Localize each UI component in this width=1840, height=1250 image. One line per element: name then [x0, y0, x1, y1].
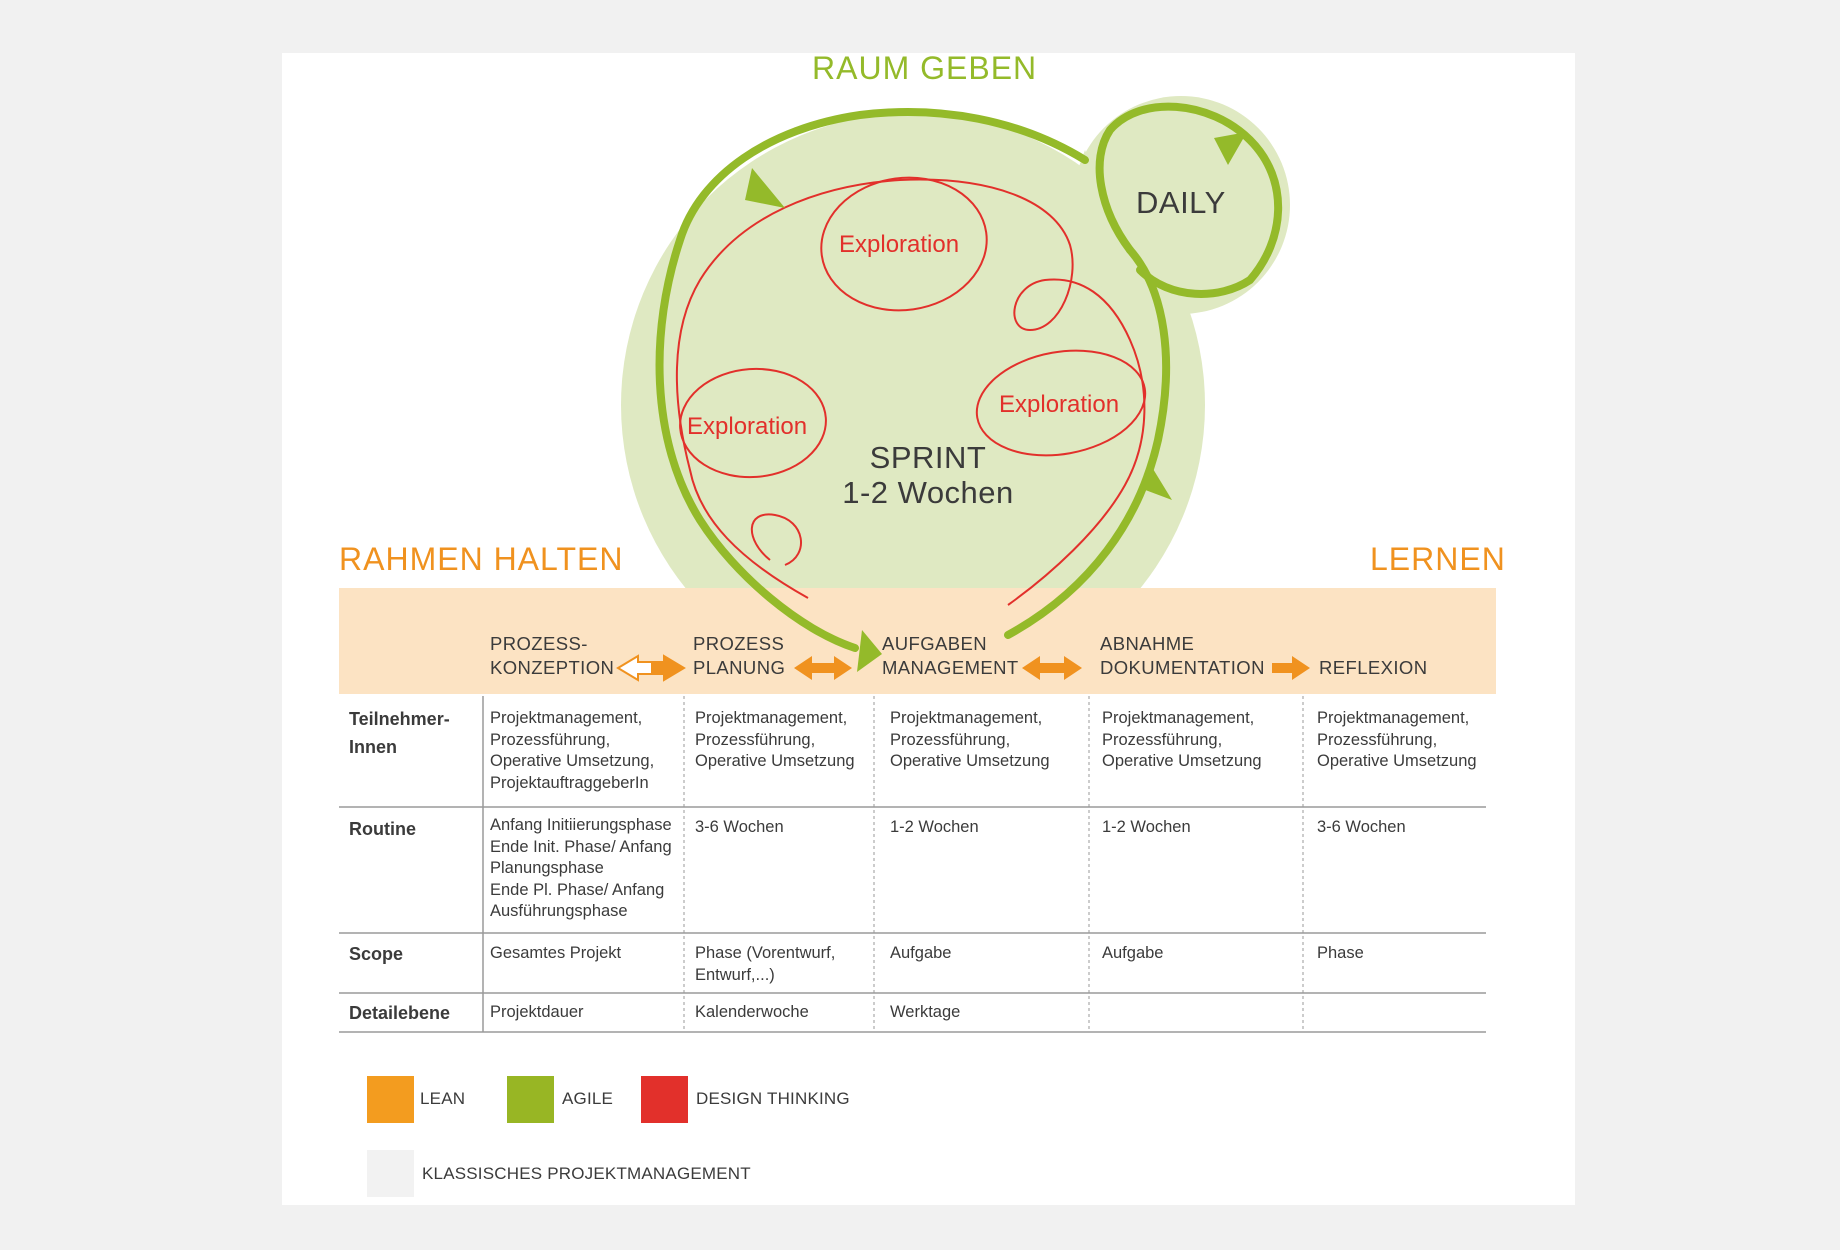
arrow-konzeption-planung [616, 654, 686, 682]
table-cell: Projektmanagement, Prozessführung, Opera… [695, 709, 855, 770]
phase-line2: MANAGEMENT [882, 657, 1019, 678]
agile-cycle [655, 102, 1283, 652]
row-header-detailebene: Detailebene [349, 1003, 451, 1023]
table-cell: 1-2 Wochen [890, 818, 979, 836]
phase-prozess-planung: PROZESS PLANUNG [693, 632, 785, 680]
phase-line1 [1319, 632, 1427, 656]
phase-reflexion: REFLEXION [1319, 632, 1427, 680]
phase-prozess-konzeption: PROZESS- KONZEPTION [490, 632, 614, 680]
phase-band [339, 588, 1496, 694]
rahmen-halten-heading: RAHMEN HALTEN [339, 541, 624, 577]
table-cell: Anfang Initiierungsphase Ende Init. Phas… [490, 816, 672, 920]
table-cell: Projektmanagement, Prozessführung, Opera… [1102, 709, 1262, 770]
sprint-duration: 1-2 Wochen [842, 475, 1014, 510]
table-cell: Projektmanagement, Prozessführung, Opera… [1317, 709, 1477, 770]
legend-swatch-agile [507, 1076, 554, 1123]
table-cell: Werktage [890, 1003, 961, 1021]
row-header-scope: Scope [349, 944, 404, 964]
exploration-label-right: Exploration [999, 391, 1120, 418]
legend-label-klassisch: KLASSISCHES PROJEKTMANAGEMENT [422, 1164, 751, 1183]
raum-geben-heading: RAUM GEBEN [812, 50, 1038, 86]
phase-line1: ABNAHME [1100, 633, 1195, 654]
table-cell: Gesamtes Projekt [490, 944, 622, 962]
lernen-heading: LERNEN [1370, 541, 1506, 577]
arrow-planung-aufgaben [794, 656, 852, 680]
table-cell: Projektdauer [490, 1003, 584, 1021]
sprint-title: SPRINT [869, 440, 987, 475]
table-grid [339, 696, 1486, 1033]
phase-arrows [616, 654, 1310, 682]
agile-arrowheads [745, 132, 1247, 672]
exploration-label-top: Exploration [839, 231, 960, 258]
arrow-abnahme-reflexion [1272, 656, 1310, 680]
legend-swatch-klassisch [367, 1150, 414, 1197]
table-cell: Kalenderwoche [695, 1003, 809, 1021]
legend-label-lean: LEAN [420, 1089, 466, 1108]
phase-line1: PROZESS [693, 633, 785, 654]
daily-label: DAILY [1136, 185, 1226, 220]
table-cell: Aufgabe [890, 944, 952, 962]
phase-line1: PROZESS- [490, 633, 588, 654]
design-thinking-path [675, 176, 1147, 606]
table-cell: 3-6 Wochen [695, 818, 784, 836]
phase-line2: DOKUMENTATION [1100, 657, 1265, 678]
table-cell: Phase [1317, 944, 1364, 962]
phase-line2: REFLEXION [1319, 657, 1428, 678]
legend-label-agile: AGILE [562, 1089, 614, 1108]
arrow-aufgaben-abnahme [1022, 656, 1082, 680]
phase-line2: PLANUNG [693, 657, 786, 678]
phase-line2: KONZEPTION [490, 657, 615, 678]
table-cell: 3-6 Wochen [1317, 818, 1406, 836]
exploration-label-left: Exploration [687, 413, 808, 440]
table-cell: Phase (Vorentwurf, Entwurf,...) [695, 944, 836, 984]
row-header-routine: Routine [349, 819, 416, 839]
legend-swatch-lean [367, 1076, 414, 1123]
table-cell: 1-2 Wochen [1102, 818, 1191, 836]
legend-label-design-thinking: DESIGN THINKING [696, 1089, 850, 1108]
phase-abnahme-dokumentation: ABNAHME DOKUMENTATION [1100, 632, 1265, 680]
legend-swatch-design-thinking [641, 1076, 688, 1123]
table-cell: Projektmanagement, Prozessführung, Opera… [490, 709, 655, 792]
row-header-teilnehmer: Teilnehmer- Innen [349, 709, 450, 757]
table-cell: Aufgabe [1102, 944, 1164, 962]
table-cell: Projektmanagement, Prozessführung, Opera… [890, 709, 1050, 770]
phase-aufgaben-management: AUFGABEN MANAGEMENT [882, 632, 1019, 680]
phase-line1: AUFGABEN [882, 633, 987, 654]
